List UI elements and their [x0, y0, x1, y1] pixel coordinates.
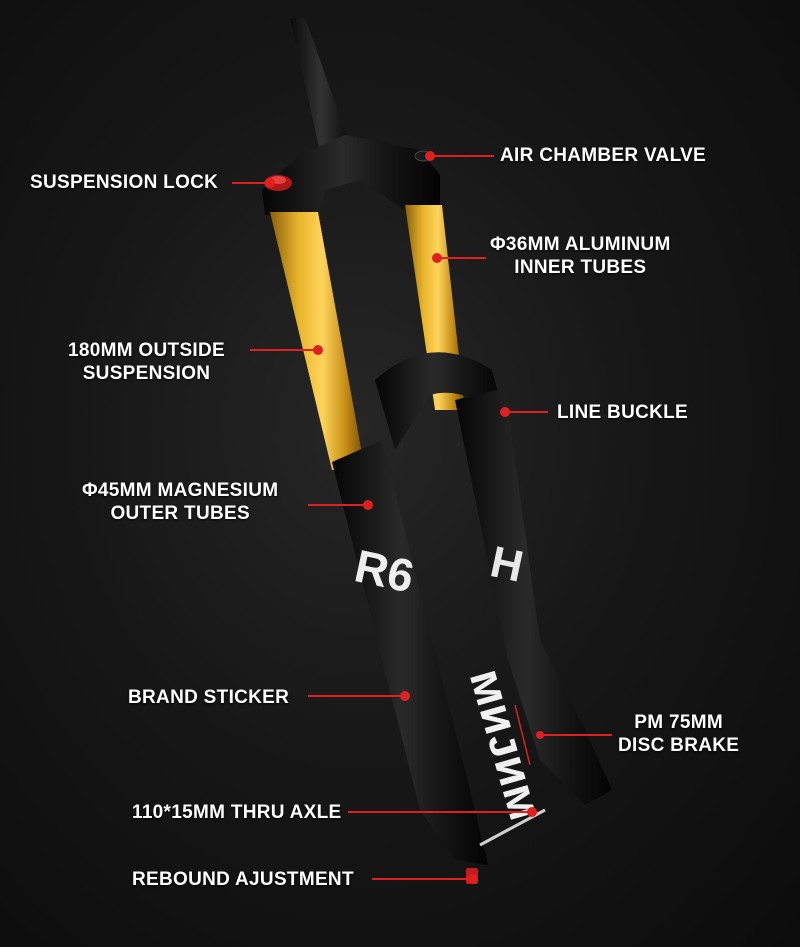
- right-lower-leg: [455, 388, 612, 805]
- label-disc-brake-line1: PM 75MM: [634, 712, 723, 733]
- label-air-chamber-valve: AIR CHAMBER VALVE: [500, 145, 707, 166]
- fork-arch: [375, 352, 505, 450]
- label-inner-tubes-line1: Φ36MM ALUMINUM: [490, 234, 671, 255]
- label-outer-tubes: Φ45MM MAGNESIUM OUTER TUBES: [82, 479, 278, 525]
- fork-crown: [262, 135, 440, 215]
- decal-r6: R6: [350, 539, 418, 602]
- label-rebound-adjustment: REBOUND AJUSTMENT: [132, 869, 354, 890]
- left-inner-tube: [270, 212, 365, 470]
- label-suspension-lock: SUSPENSION LOCK: [30, 172, 219, 193]
- label-outer-tubes-line1: Φ45MM MAGNESIUM: [82, 480, 279, 501]
- label-disc-brake: PM 75MM DISC BRAKE: [618, 711, 739, 757]
- label-disc-brake-line2: DISC BRAKE: [618, 735, 740, 756]
- left-lower-leg: [332, 440, 488, 865]
- label-thru-axle: 110*15MM THRU AXLE: [132, 802, 342, 823]
- label-outside-suspension-line1: 180MM OUTSIDE: [68, 340, 225, 361]
- label-outer-tubes-line2: OUTER TUBES: [110, 503, 250, 524]
- label-outside-suspension: 180MM OUTSIDE SUSPENSION: [68, 339, 225, 385]
- label-outside-suspension-line2: SUSPENSION: [82, 363, 211, 384]
- steerer-tube: [290, 18, 352, 160]
- label-line-buckle: LINE BUCKLE: [557, 402, 689, 423]
- label-inner-tubes-line2: INNER TUBES: [514, 257, 647, 278]
- callout-lines: [232, 151, 612, 884]
- label-brand-sticker: BRAND STICKER: [128, 687, 290, 708]
- label-inner-tubes: Φ36MM ALUMINUM INNER TUBES: [490, 233, 671, 279]
